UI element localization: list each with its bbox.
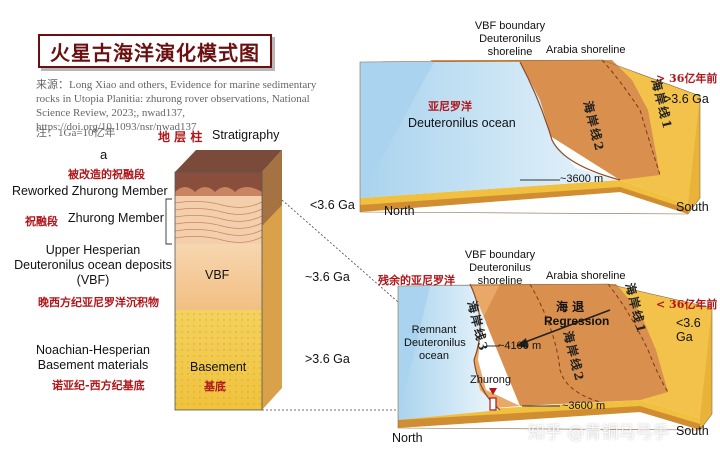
column-reworked-layer: [175, 172, 262, 192]
vbf-label-cn: 晚西方纪亚尼罗洋沉积物: [38, 296, 159, 309]
regression-label-cn: 海 退: [556, 300, 585, 314]
page-title: 火星古海洋演化模式图: [38, 34, 272, 68]
top-depth-label: ~3600 m: [560, 173, 604, 185]
reworked-label-en: Reworked Zhurong Member: [12, 184, 168, 198]
bottom-arabia-label: Arabia shoreline: [546, 270, 626, 282]
top-ocean-cn: 亚尼罗洋: [428, 100, 472, 113]
bottom-north-label: North: [392, 431, 423, 445]
bottom-depth-upper: ~4100 m: [498, 340, 542, 352]
bottom-land-orange: [470, 284, 668, 406]
bottom-remnant-en: Remnant Deuteronilus ocean: [404, 324, 466, 362]
top-arabia-label: Arabia shoreline: [546, 44, 626, 56]
basement-label-en: Noachian-Hesperian Basement materials: [36, 343, 150, 372]
stratigraphy-title-en: Stratigraphy: [212, 128, 280, 142]
top-age-cn: > 36亿年前: [656, 72, 718, 85]
column-basement-text: Basement: [190, 360, 247, 374]
top-vbf-boundary-label: VBF boundary Deuteronilus shoreline: [474, 20, 546, 58]
bottom-shoreline-3: [469, 283, 501, 411]
top-ocean-en: Deuteronilus ocean: [408, 116, 516, 130]
column-vbf-layer: [175, 244, 262, 310]
zhurong-arrow: [489, 388, 497, 395]
bottom-age-en: <3.6 Ga: [676, 316, 701, 344]
top-ocean: [360, 62, 620, 198]
top-shoreline-1: [601, 59, 661, 176]
source-citation: 来源：Long Xiao and others, Evidence for ma…: [36, 79, 317, 133]
age-reworked: <3.6 Ga: [310, 198, 355, 212]
reworked-label-cn: 被改造的祝融段: [68, 168, 145, 181]
column-top-face: [175, 150, 282, 172]
top-shoreline-2: [519, 61, 621, 181]
link-line-top: [281, 199, 399, 303]
basement-label-cn: 诺亚纪-西方纪基底: [52, 379, 145, 392]
zhurong-label-en: Zhurong Member: [68, 211, 164, 225]
age-basement: >3.6 Ga: [305, 352, 350, 366]
top-north-label: North: [384, 204, 415, 218]
regression-label-en: Regression: [544, 314, 610, 328]
column-vbf-text: VBF: [205, 268, 230, 282]
bottom-shoreline-2: [529, 283, 601, 403]
zhurong-label: Zhurong: [470, 374, 511, 386]
top-south-label: South: [676, 200, 709, 214]
vbf-label-en: Upper Hesperian Deuteronilus ocean depos…: [14, 243, 172, 287]
unit-note: 注：1Ga=10亿年: [36, 127, 116, 139]
zhurong-bracket: [165, 198, 172, 245]
age-vbf: ~3.6 Ga: [305, 270, 350, 284]
bottom-south-label: South: [676, 424, 709, 438]
bottom-shoreline-1: [607, 283, 669, 393]
top-age-en: >3.6 Ga: [664, 92, 709, 106]
panel-letter: a: [100, 147, 108, 162]
column-basement-text-cn: 基底: [204, 380, 226, 393]
bottom-vbf-boundary-label: VBF boundary Deuteronilus shoreline: [464, 249, 536, 287]
zhurong-rover-marker: [489, 397, 497, 411]
bottom-ocean: [398, 284, 500, 420]
regression-arrow: [519, 309, 611, 345]
watermark: 知乎 @青铜马弓手: [528, 423, 670, 443]
bottom-depth-lower: ~3600 m: [562, 400, 606, 412]
stratigraphy-title-cn: 地 层 柱: [158, 130, 203, 144]
bottom-remnant-cn: 残余的亚尼罗洋: [378, 274, 455, 287]
bottom-age-cn: < 36亿年前: [656, 298, 718, 311]
zhurong-label-cn: 祝融段: [25, 215, 58, 228]
